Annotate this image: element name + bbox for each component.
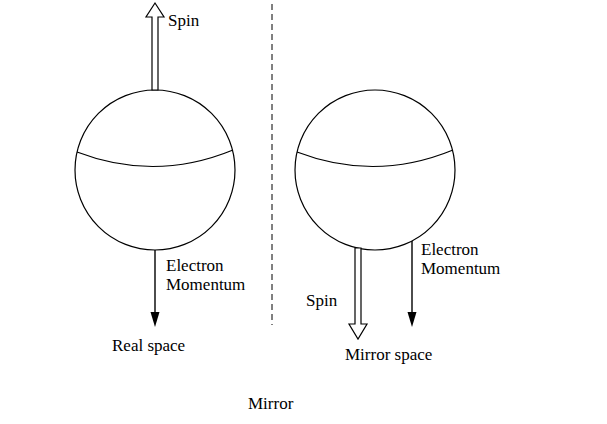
sphere-equator [77, 150, 233, 167]
space-label: Mirror space [345, 345, 432, 364]
particle-sphere [295, 90, 455, 250]
spin-label: Spin [168, 11, 199, 30]
spin-label: Spin [306, 291, 337, 310]
momentum-arrowhead [408, 312, 417, 327]
spin-arrow [349, 248, 367, 339]
mirror-label: Mirror [248, 394, 293, 413]
sphere-equator [297, 150, 453, 167]
momentum-arrow [411, 241, 412, 313]
momentum-arrow [154, 250, 155, 313]
momentum-label: Electron Momentum [166, 256, 252, 294]
momentum-arrowhead [151, 312, 160, 327]
momentum-label: Electron Momentum [421, 240, 507, 278]
particle-sphere [75, 90, 235, 250]
mirror-line [272, 4, 273, 325]
spin-arrow [146, 3, 164, 90]
space-label: Real space [112, 336, 185, 355]
